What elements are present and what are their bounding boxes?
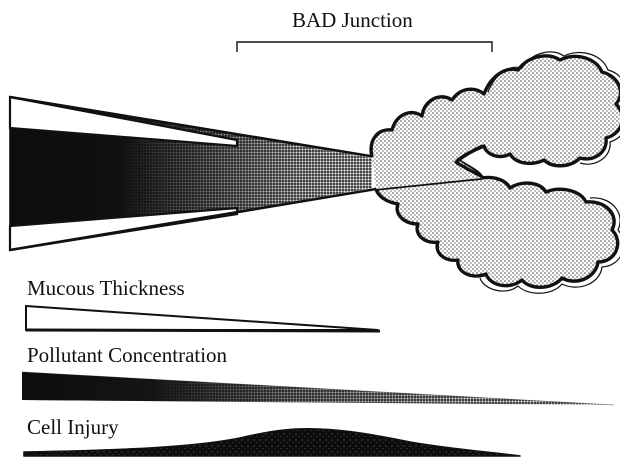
mucous-thickness-baseline (26, 330, 380, 331)
cell-injury-label: Cell Injury (27, 415, 119, 439)
pollutant-concentration-bar (22, 372, 614, 405)
bad-junction-label: BAD Junction (292, 8, 413, 32)
bad-junction-bracket (237, 42, 492, 52)
pollutant-concentration-label: Pollutant Concentration (27, 343, 228, 367)
alveolar-sac-lower (376, 177, 618, 287)
mucous-thickness-label: Mucous Thickness (27, 276, 185, 300)
mucous-thickness-wedge (26, 306, 378, 330)
alveolar-sacs (371, 52, 620, 293)
airway-duct (10, 97, 376, 250)
